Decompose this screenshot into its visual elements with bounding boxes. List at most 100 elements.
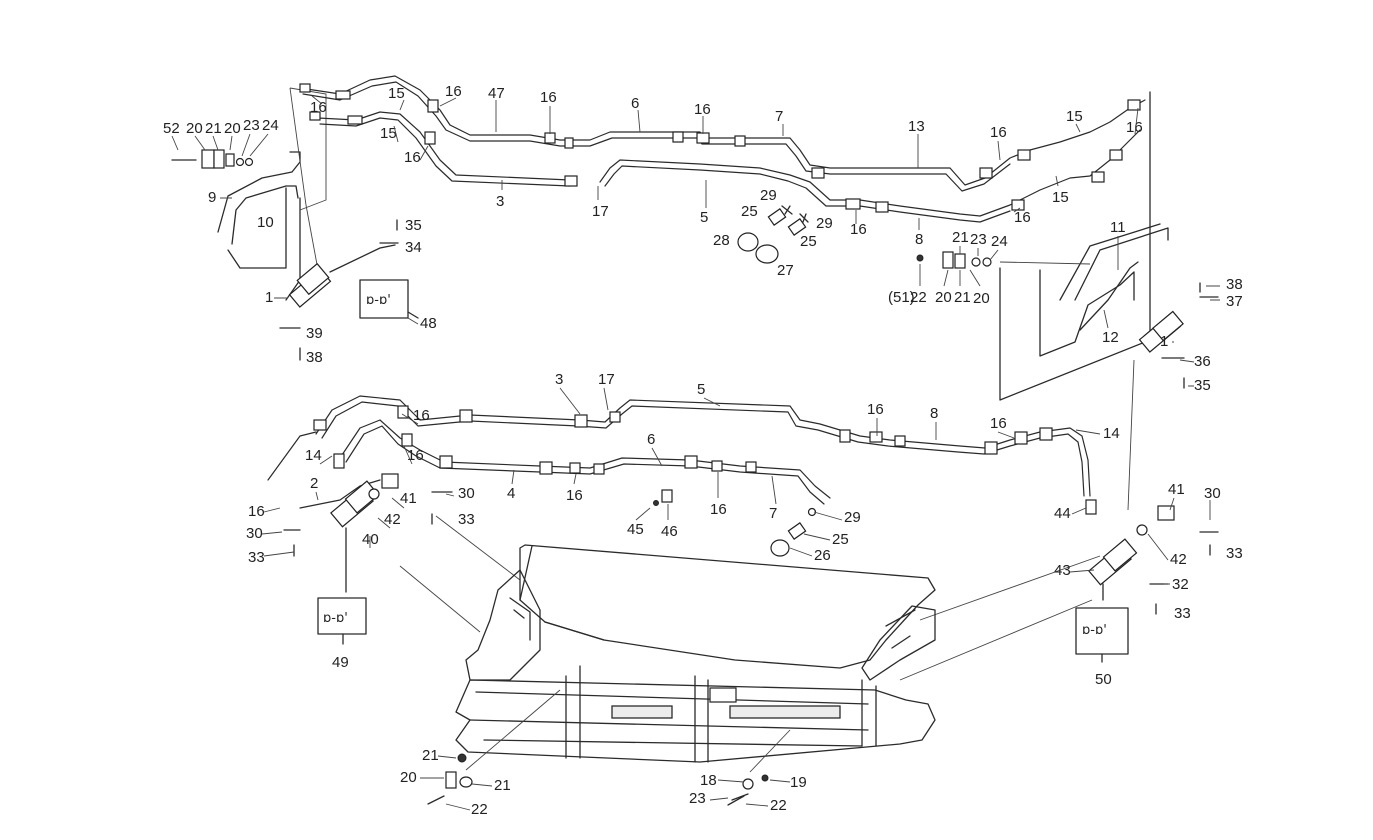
label-17: 17 [598, 371, 615, 388]
label-9: 9 [208, 189, 216, 206]
label-51-parenthetical: (51) [888, 289, 915, 306]
label-15: 15 [388, 85, 405, 102]
label-14: 14 [1103, 425, 1120, 442]
label-3: 3 [496, 193, 504, 210]
cylinder-top-right [1138, 310, 1184, 353]
clamp-parts-left [171, 149, 254, 169]
label-32: 32 [1172, 576, 1189, 593]
label-46: 46 [661, 523, 678, 540]
label-13: 13 [908, 118, 925, 135]
label-26: 26 [814, 547, 831, 564]
label-6: 6 [631, 95, 639, 112]
label-33: 33 [1226, 545, 1243, 562]
label-41: 41 [1168, 481, 1185, 498]
label-44: 44 [1054, 505, 1071, 522]
label-45: 45 [627, 521, 644, 538]
label-25: 25 [800, 233, 817, 250]
label-20: 20 [186, 120, 203, 137]
label-19: 19 [790, 774, 807, 791]
top-assembly: ɒ-ɒ' [171, 75, 1219, 401]
label-39: 39 [306, 325, 323, 342]
label-23: 23 [243, 117, 260, 134]
label-21: 21 [422, 747, 439, 764]
label-29: 29 [844, 509, 861, 526]
label-36: 36 [1194, 353, 1211, 370]
cylinder-bottom-left [330, 473, 399, 593]
label-5: 5 [700, 209, 708, 226]
label-11: 11 [1110, 219, 1126, 236]
label-18: 18 [700, 772, 717, 789]
clamp-parts-right [916, 251, 992, 269]
label-16: 16 [710, 501, 727, 518]
label-23: 23 [970, 231, 987, 248]
label-15: 15 [380, 125, 397, 142]
label-4: 4 [507, 485, 515, 502]
label-38: 38 [306, 349, 323, 366]
cylinder-bottom-right [1088, 505, 1175, 601]
label-30: 30 [1204, 485, 1221, 502]
label-21: 21 [494, 777, 511, 794]
label-16: 16 [407, 447, 424, 464]
label-27: 27 [777, 262, 794, 279]
label-16: 16 [310, 99, 327, 116]
label-28: 28 [713, 232, 730, 249]
label-7: 7 [769, 505, 777, 522]
label-16: 16 [990, 415, 1007, 432]
label-21: 21 [952, 229, 969, 246]
label-7: 7 [775, 108, 783, 125]
label-20: 20 [400, 769, 417, 786]
label-1: 1 [1160, 333, 1168, 350]
label-42: 42 [1170, 551, 1187, 568]
label-16: 16 [1126, 119, 1143, 136]
label-34: 34 [405, 239, 422, 256]
label-48: 48 [420, 315, 437, 332]
label-24: 24 [991, 233, 1008, 250]
label-16: 16 [404, 149, 421, 166]
leader-lines [171, 95, 1220, 811]
label-29: 29 [760, 187, 777, 204]
bottom-fittings [313, 405, 1097, 515]
label-8: 8 [915, 231, 923, 248]
label-25: 25 [741, 203, 758, 220]
valve-parts-top [737, 205, 809, 264]
label-16: 16 [248, 503, 265, 520]
detail-glyph-48: ɒ-ɒ' [366, 293, 391, 308]
label-16: 16 [540, 89, 557, 106]
label-16: 16 [445, 83, 462, 100]
part-labels: 52 20 21 20 23 24 9 10 16 15 15 16 16 16… [163, 83, 1243, 818]
detail-glyph-50: ɒ-ɒ' [1082, 623, 1107, 638]
bottom-assembly: ɒ-ɒ' ɒ-ɒ' [267, 359, 1219, 806]
label-20: 20 [224, 120, 241, 137]
label-22: 22 [910, 289, 927, 306]
label-21: 21 [205, 120, 222, 137]
label-24: 24 [262, 117, 279, 134]
label-47: 47 [488, 85, 505, 102]
label-30: 30 [246, 525, 263, 542]
label-25: 25 [832, 531, 849, 548]
detail-box-49 [317, 597, 367, 635]
label-20: 20 [973, 290, 990, 307]
label-52: 52 [163, 120, 180, 137]
label-16: 16 [1014, 209, 1031, 226]
label-16: 16 [694, 101, 711, 118]
detail-box-48 [359, 279, 409, 319]
label-16: 16 [990, 124, 1007, 141]
label-15: 15 [1066, 108, 1083, 125]
label-16: 16 [413, 407, 430, 424]
label-3: 3 [555, 371, 563, 388]
label-17: 17 [592, 203, 609, 220]
loader-frame [455, 544, 936, 773]
label-8: 8 [930, 405, 938, 422]
label-20: 20 [935, 289, 952, 306]
label-22: 22 [471, 801, 488, 818]
bottom-small-parts [427, 753, 769, 806]
label-14: 14 [305, 447, 322, 464]
label-21: 21 [954, 289, 971, 306]
label-22: 22 [770, 797, 787, 814]
detail-glyph-49: ɒ-ɒ' [323, 611, 348, 626]
label-5: 5 [697, 381, 705, 398]
label-35: 35 [1194, 377, 1211, 394]
label-37: 37 [1226, 293, 1243, 310]
label-16: 16 [867, 401, 884, 418]
label-38: 38 [1226, 276, 1243, 293]
